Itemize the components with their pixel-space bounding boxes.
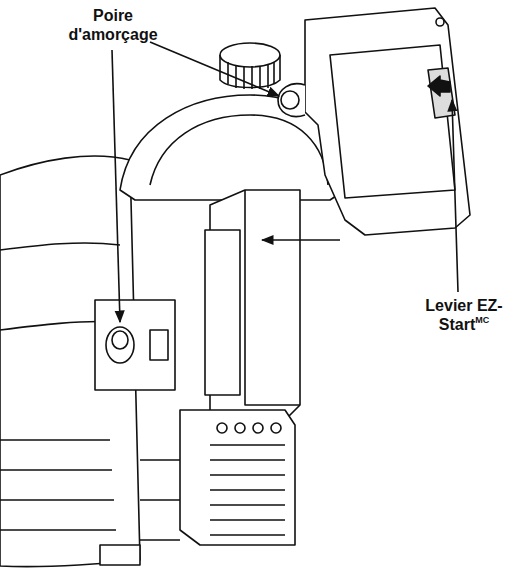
trademark-mark: MC [475,315,489,325]
bulb-highlight [112,331,128,349]
inset-bulb-mount [278,84,305,117]
leader-line [452,100,458,292]
fuel-cap-top [220,43,280,67]
body-lines [140,460,180,540]
shaft-clamp [100,545,140,565]
housing-side [205,230,240,395]
lever-slot [428,68,455,118]
vent-hole [253,423,263,433]
leader-lines [112,42,458,322]
vent-hole [271,423,281,433]
leader-line [150,42,279,96]
inset-primer-bulb [281,91,299,109]
primer-bulb-label: Poire d'amorçage [55,6,171,44]
vent-hole [217,423,227,433]
callout-label: Poire d'amorçage [68,7,157,43]
inset-housing [305,8,470,235]
callout-label: Levier EZ-Start [425,297,502,333]
engine-drawing [0,43,345,567]
primer-bulb [106,327,134,363]
engine-body [0,156,140,567]
vent-hole [235,423,245,433]
cooling-grille [210,445,285,535]
housing-edge [245,190,300,405]
engine-cover [180,410,295,545]
carburetor-area [95,300,175,390]
leader-line [112,50,120,322]
lever-label: Levier EZ-StartMC [408,296,520,334]
inset-cover [278,8,470,235]
inset-panel [330,45,455,198]
tank-rim [150,115,328,185]
inset-screw [436,18,444,26]
lever-direction-arrow [428,76,450,96]
carburetor-part [150,330,168,360]
leader-line [262,239,340,241]
